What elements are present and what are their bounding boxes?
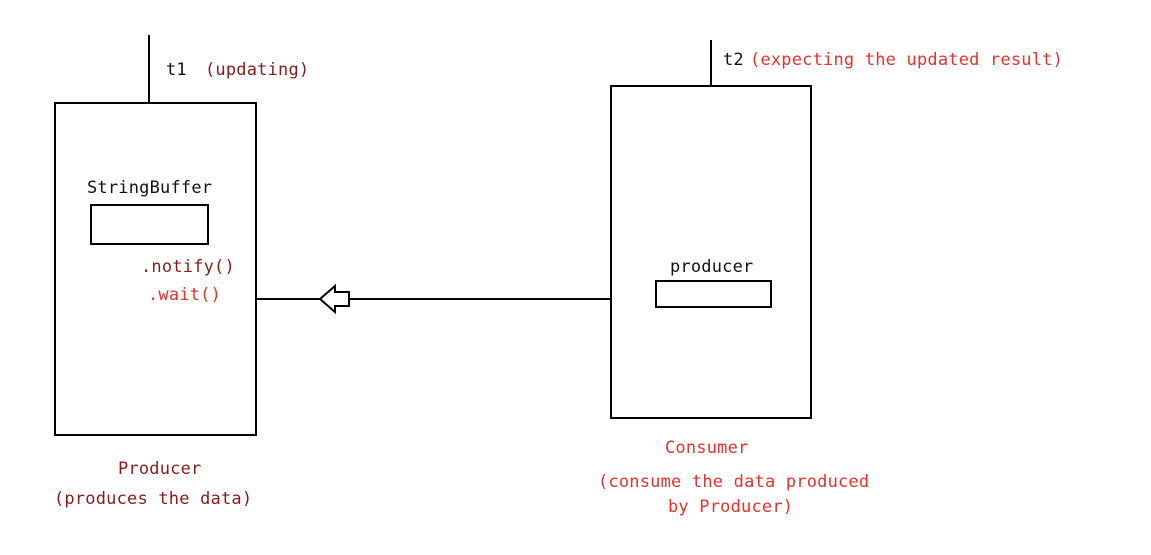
thread-t2-name: t2 <box>723 50 744 70</box>
stringbuffer-label: StringBuffer <box>87 178 213 198</box>
producer-caption-detail: (produces the data) <box>54 489 253 509</box>
consumer-caption-detail-line2: by Producer) <box>668 497 794 517</box>
producer-box <box>54 102 257 436</box>
left-arrow-icon <box>318 283 350 315</box>
consumer-caption-detail-line1: (consume the data produced <box>598 472 870 492</box>
thread-t1-note: (updating) <box>205 60 310 80</box>
thread-t2-note: (expecting the updated result) <box>750 50 1064 70</box>
consumer-caption: Consumer <box>665 438 749 458</box>
wait-method-label: .wait() <box>148 285 222 305</box>
notify-method-label: .notify() <box>141 257 235 277</box>
producer-field-label: producer <box>670 257 754 277</box>
producer-field-box <box>655 280 772 308</box>
thread-t1-name: t1 <box>166 60 187 80</box>
consumer-box <box>610 85 812 419</box>
producer-caption: Producer <box>118 459 202 479</box>
stringbuffer-field-box <box>90 204 209 245</box>
